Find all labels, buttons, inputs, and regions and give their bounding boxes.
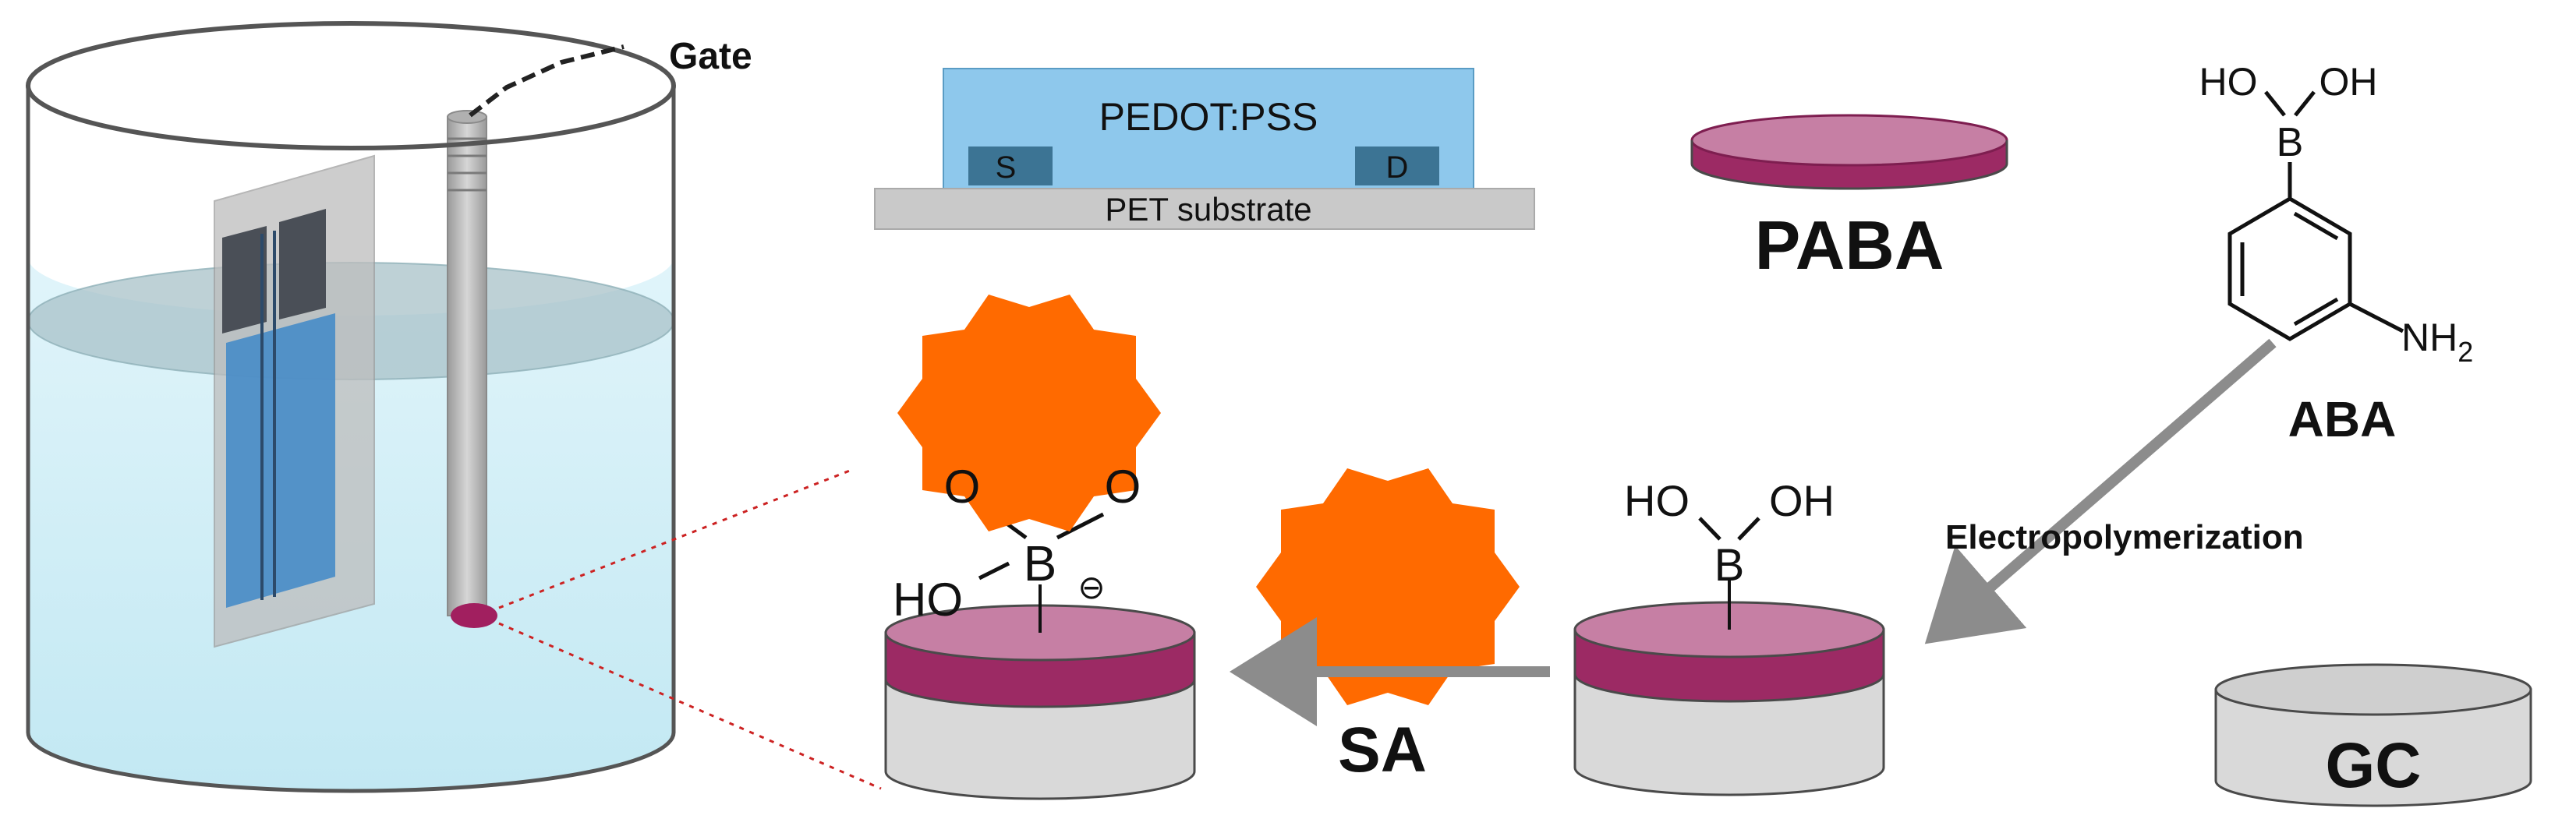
- aba-nh: NH2: [2401, 316, 2473, 368]
- pet-label: PET substrate: [1105, 191, 1311, 228]
- gc-label: GC: [2326, 730, 2422, 801]
- aba-molecule: [2227, 90, 2404, 341]
- paba-modified-electrode: [1573, 581, 1885, 796]
- gc-disk: [2214, 663, 2532, 807]
- electropolymerization-arrow: [1924, 338, 2277, 644]
- electrode-pad-left: [222, 226, 267, 334]
- oect-cross-section: PEDOT:PSS S D PET substrate: [874, 68, 1535, 230]
- aba-ho: HO: [2199, 60, 2258, 104]
- sa-label: SA: [1338, 715, 1427, 785]
- source-label: S: [996, 150, 1017, 185]
- channel-strip: [226, 313, 335, 608]
- electropolymerization-label: Electropolymerization: [1945, 518, 2304, 556]
- beaker-rim: [26, 21, 676, 150]
- sa-star-bound: [897, 295, 1161, 531]
- aba-oh: OH: [2319, 60, 2378, 104]
- boronic-acid-middle: [1698, 517, 1760, 541]
- source-electrode: [968, 146, 1053, 185]
- gate-wire: [469, 44, 625, 118]
- drain-electrode: [1355, 146, 1439, 185]
- ester-b: B: [1024, 535, 1057, 591]
- zoom-line-top: [498, 468, 855, 609]
- pet-substrate: [874, 188, 1535, 230]
- sa-star-middle: [1256, 468, 1520, 705]
- middle-b: B: [1714, 540, 1745, 591]
- aba-label: ABA: [2288, 391, 2397, 447]
- drain-label: D: [1386, 150, 1409, 185]
- ester-o-right: O: [1105, 461, 1141, 513]
- ester-minus: ⊖: [1077, 569, 1105, 605]
- gate-electrode: [447, 110, 497, 628]
- ester-o-left: O: [944, 461, 981, 513]
- aba-b: B: [2277, 120, 2304, 165]
- paba-label: PABA: [1755, 206, 1944, 284]
- paba-disk: [1690, 114, 2008, 190]
- gate-label: Gate: [669, 36, 752, 77]
- ester-ho: HO: [893, 574, 963, 626]
- gate-tip: [451, 603, 497, 628]
- electrode-pad-right: [279, 209, 326, 319]
- sa-bound-electrode: [884, 584, 1196, 800]
- middle-oh: OH: [1769, 476, 1835, 525]
- pedot-label: PEDOT:PSS: [1099, 95, 1318, 139]
- zoom-line-bottom: [498, 622, 882, 790]
- beaker: [26, 21, 676, 793]
- middle-ho: HO: [1624, 476, 1690, 525]
